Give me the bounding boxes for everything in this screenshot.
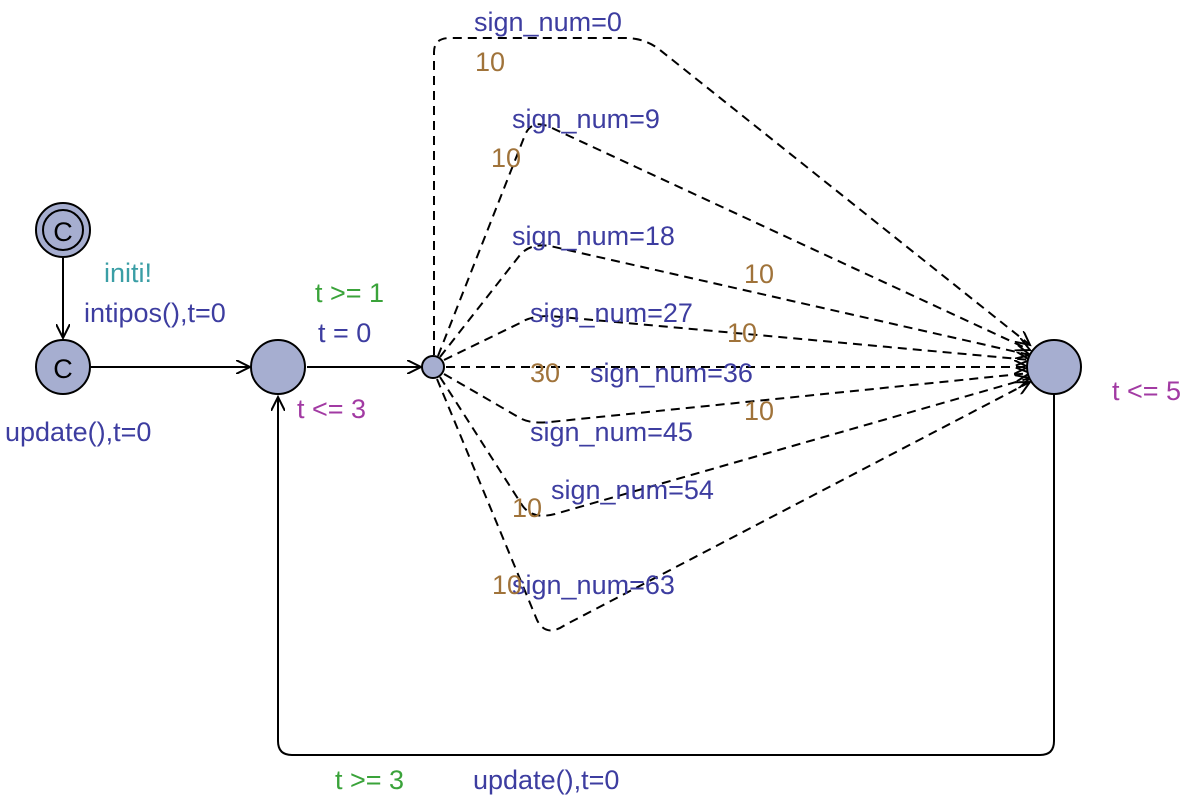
branch-weight-5: 10 <box>744 396 774 426</box>
committed-marker: C <box>53 354 73 384</box>
branch-update-6: sign_num=54 <box>551 475 714 505</box>
state-committed[interactable]: C <box>35 339 91 395</box>
branch-weight-3: 10 <box>727 318 757 348</box>
branch-update-5: sign_num=45 <box>530 417 693 447</box>
branch-guard-label: t >= 1 <box>315 278 384 308</box>
branch-edge-sign-num-54[interactable] <box>439 377 1030 517</box>
committed-update-label: update(),t=0 <box>5 417 151 447</box>
probabilistic-branches <box>433 37 1030 632</box>
branch-update-2: sign_num=18 <box>512 221 675 251</box>
branch-edge-sign-num-63[interactable] <box>436 378 1030 632</box>
loop-update-label: update(),t=0 <box>473 765 619 795</box>
state-wait[interactable] <box>250 339 306 395</box>
branch-weight-6: 10 <box>512 493 542 523</box>
loop-guard-label: t >= 3 <box>335 765 404 795</box>
init-update-label: intipos(),t=0 <box>84 298 226 328</box>
branch-update-7: sign_num=63 <box>512 570 675 600</box>
state-initial[interactable]: C <box>35 202 91 258</box>
branch-update-1: sign_num=9 <box>512 104 660 134</box>
branch-weight-2: 10 <box>744 259 774 289</box>
branch-update-0: sign_num=0 <box>474 7 622 37</box>
branch-weight-7: 10 <box>492 570 522 600</box>
branch-update-4: sign_num=36 <box>590 358 753 388</box>
edge-loop-back[interactable] <box>278 394 1055 756</box>
state-target[interactable] <box>1026 339 1082 395</box>
wait-invariant-label: t <= 3 <box>297 394 366 424</box>
branch-edge-sign-num-27[interactable] <box>443 314 1030 360</box>
initial-committed-marker: C <box>53 217 73 247</box>
branch-weight-0: 10 <box>475 47 505 77</box>
branch-edge-sign-num-0[interactable] <box>433 37 1030 355</box>
branch-weight-1: 10 <box>491 143 521 173</box>
branch-update-label: t = 0 <box>318 318 371 348</box>
branch-point[interactable] <box>421 355 445 379</box>
init-sync-label: initi! <box>104 258 152 288</box>
branch-weight-4: 30 <box>530 358 560 388</box>
branch-update-3: sign_num=27 <box>530 298 693 328</box>
target-invariant-label: t <= 5 <box>1112 376 1181 406</box>
